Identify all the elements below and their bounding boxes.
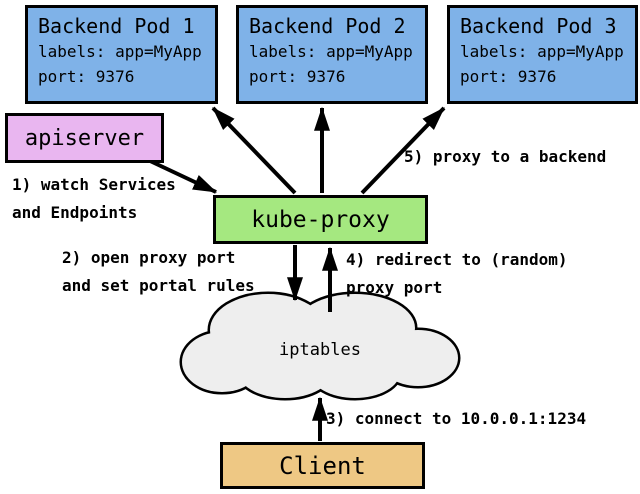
backend-pod-2-labels: labels: app=MyApp [249, 42, 413, 61]
backend-pod-2-port: port: 9376 [249, 67, 346, 86]
apiserver-box: apiserver [5, 113, 164, 163]
step5-label: 5) proxy to a backend [404, 147, 607, 166]
backend-pod-1-labels: labels: app=MyApp [38, 42, 202, 61]
backend-pod-2-box: Backend Pod 2 labels: app=MyApp port: 93… [236, 5, 428, 104]
step1-label: 1) watch Services and Endpoints [12, 175, 176, 222]
backend-pod-3-title: Backend Pod 3 [460, 14, 617, 38]
kube-proxy-box: kube-proxy [213, 195, 428, 244]
iptables-label: iptables [279, 340, 361, 360]
backend-pod-2-title: Backend Pod 2 [249, 14, 406, 38]
iptables-cloud [179, 291, 461, 401]
kube-proxy-label: kube-proxy [251, 206, 390, 233]
backend-pod-3-port: port: 9376 [460, 67, 557, 86]
backend-pod-3-box: Backend Pod 3 labels: app=MyApp port: 93… [447, 5, 638, 104]
backend-pod-1-box: Backend Pod 1 labels: app=MyApp port: 93… [25, 5, 218, 104]
apiserver-label: apiserver [24, 125, 145, 151]
arrow-kubeproxy-to-pod3 [360, 106, 446, 195]
client-box: Client [220, 442, 425, 489]
backend-pod-1-port: port: 9376 [38, 67, 135, 86]
arrow-apiserver-to-kubeproxy [147, 158, 218, 194]
arrow-kubeproxy-to-pod1 [211, 106, 297, 195]
step4-label: 4) redirect to (random) proxy port [346, 250, 568, 297]
backend-pod-3-labels: labels: app=MyApp [460, 42, 624, 61]
step2-label: 2) open proxy port and set portal rules [62, 248, 255, 295]
client-label: Client [279, 451, 366, 480]
backend-pod-1-title: Backend Pod 1 [38, 14, 195, 38]
step3-label: 3) connect to 10.0.0.1:1234 [326, 409, 587, 428]
